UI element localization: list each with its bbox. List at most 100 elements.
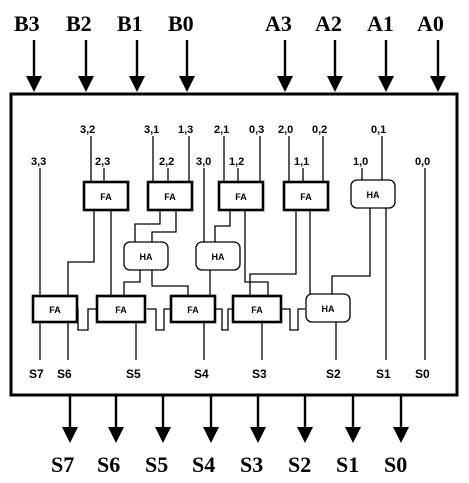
input-arrowhead-a2 — [327, 76, 343, 92]
wire-ha-to-ha3 — [331, 208, 371, 296]
wire-fa1-to-fa5 — [67, 210, 95, 296]
full-adder-bottom-2: FA — [95, 294, 147, 324]
half-adder-top-label: HA — [367, 190, 380, 200]
sum-label-s0: S0 — [415, 367, 430, 381]
pp-label-2-2: 2,2 — [159, 156, 174, 168]
full-adder-bottom-2-box — [95, 294, 147, 324]
full-adder-bottom-4: FA — [231, 294, 283, 324]
full-adder-top-1-label: FA — [100, 192, 112, 202]
wire-fa2-to-ha1b — [151, 210, 177, 244]
output-label-s0: S0 — [384, 452, 407, 477]
pp-label-3-1: 3,1 — [144, 124, 159, 136]
inner-sum-labels: S7 S6 S5 S4 S3 S2 S1 S0 — [29, 367, 430, 381]
input-label-b2: B2 — [66, 11, 92, 36]
full-adder-bottom-3-label: FA — [187, 305, 199, 315]
half-adder-mid-2-label: HA — [212, 252, 225, 262]
output-label-s4: S4 — [192, 452, 215, 477]
input-arrowhead-b3 — [26, 76, 42, 92]
half-adder-top-box — [350, 179, 396, 209]
output-arrowhead-s4 — [203, 427, 219, 443]
full-adder-top-3-box — [217, 180, 265, 212]
wires — [39, 136, 426, 360]
pp-label-0-2: 0,2 — [312, 124, 327, 136]
wire-ha1-to-fa6 — [123, 270, 141, 296]
full-adder-bottom-1: FA — [31, 294, 79, 324]
pp-label-2-0: 2,0 — [278, 124, 293, 136]
full-adder-top-2: FA — [146, 180, 194, 212]
wire-carry-fa7-fa6 — [147, 308, 170, 331]
wire-ha1-to-fa7 — [151, 270, 189, 296]
pp-label-0-0: 0,0 — [415, 156, 430, 168]
sum-label-s6: S6 — [57, 367, 72, 381]
output-label-s6: S6 — [97, 452, 120, 477]
wire-fa3-to-ha2 — [214, 210, 231, 244]
full-adder-top-2-label: FA — [164, 192, 176, 202]
sum-label-s1: S1 — [376, 367, 391, 381]
pp-label-3-3: 3,3 — [31, 156, 46, 168]
wire-carry-ha3-fa8 — [282, 308, 305, 331]
pp-label-1-1: 1,1 — [294, 156, 309, 168]
output-label-s2: S2 — [288, 452, 311, 477]
output-arrowhead-s5 — [155, 427, 171, 443]
input-arrows — [26, 40, 446, 92]
full-adder-top-2-box — [146, 180, 194, 212]
output-label-s5: S5 — [145, 452, 168, 477]
pp-label-1-0: 1,0 — [353, 156, 368, 168]
full-adder-bottom-4-label: FA — [251, 305, 263, 315]
full-adder-bottom-1-box — [31, 294, 79, 324]
output-arrowhead-s0 — [393, 427, 409, 443]
input-label-a1: A1 — [367, 11, 394, 36]
sum-label-s3: S3 — [252, 367, 267, 381]
input-arrowhead-a0 — [430, 76, 446, 92]
half-adder-bottom: HA — [305, 293, 351, 323]
full-adder-top-4-box — [282, 180, 330, 212]
wire-carry-fa8-fa7 — [215, 308, 233, 331]
full-adder-bottom-3: FA — [169, 294, 217, 324]
half-adder-mid-2-box — [195, 241, 241, 271]
input-label-b3: B3 — [14, 11, 40, 36]
pp-label-0-1: 0,1 — [371, 124, 386, 136]
input-arrowhead-b1 — [129, 76, 145, 92]
pp-label-1-3: 1,3 — [178, 124, 193, 136]
pp-label-2-3: 2,3 — [95, 156, 110, 168]
pp-label-3-0: 3,0 — [196, 156, 211, 168]
input-label-b1: B1 — [117, 11, 143, 36]
pp-label-1-2: 1,2 — [229, 156, 244, 168]
half-adder-bottom-box — [305, 293, 351, 323]
wire-fa2-to-ha1 — [134, 210, 161, 244]
input-label-a0: A0 — [417, 11, 444, 36]
full-adder-top-3-label: FA — [235, 192, 247, 202]
half-adder-bottom-label: HA — [322, 304, 335, 314]
half-adder-mid-1-box — [123, 241, 169, 271]
wire-fa3-to-fa8 — [244, 210, 269, 296]
full-adder-top-1: FA — [82, 180, 130, 212]
half-adder-mid-1: HA — [123, 241, 169, 271]
output-arrowhead-s6 — [108, 427, 124, 443]
input-arrowhead-b0 — [179, 76, 195, 92]
output-arrows — [62, 396, 409, 443]
output-arrowhead-s7 — [62, 427, 78, 443]
partial-product-labels: 3,2 3,1 1,3 2,1 0,3 2,0 0,2 0,1 3,3 2,3 … — [31, 124, 430, 168]
input-arrowhead-a1 — [378, 76, 394, 92]
half-adder-top: HA — [350, 179, 396, 209]
input-label-b0: B0 — [168, 11, 194, 36]
full-adder-bottom-4-box — [231, 294, 283, 324]
full-adder-bottom-3-box — [169, 294, 217, 324]
sum-label-s7: S7 — [29, 367, 44, 381]
output-label-s3: S3 — [240, 452, 263, 477]
input-label-a3: A3 — [265, 11, 292, 36]
output-label-s7: S7 — [51, 452, 74, 477]
input-arrowhead-a3 — [277, 76, 293, 92]
wire-fa4-to-fa8 — [249, 210, 297, 296]
output-arrowhead-s3 — [250, 427, 266, 443]
full-adder-bottom-1-label: FA — [49, 305, 61, 315]
full-adder-top-1-box — [82, 180, 130, 212]
half-adder-mid-2: HA — [195, 241, 241, 271]
full-adder-top-4: FA — [282, 180, 330, 212]
output-arrowhead-s1 — [345, 427, 361, 443]
full-adder-top-4-label: FA — [300, 192, 312, 202]
output-arrowhead-s2 — [297, 427, 313, 443]
full-adder-top-3: FA — [217, 180, 265, 212]
sum-label-s5: S5 — [126, 367, 141, 381]
